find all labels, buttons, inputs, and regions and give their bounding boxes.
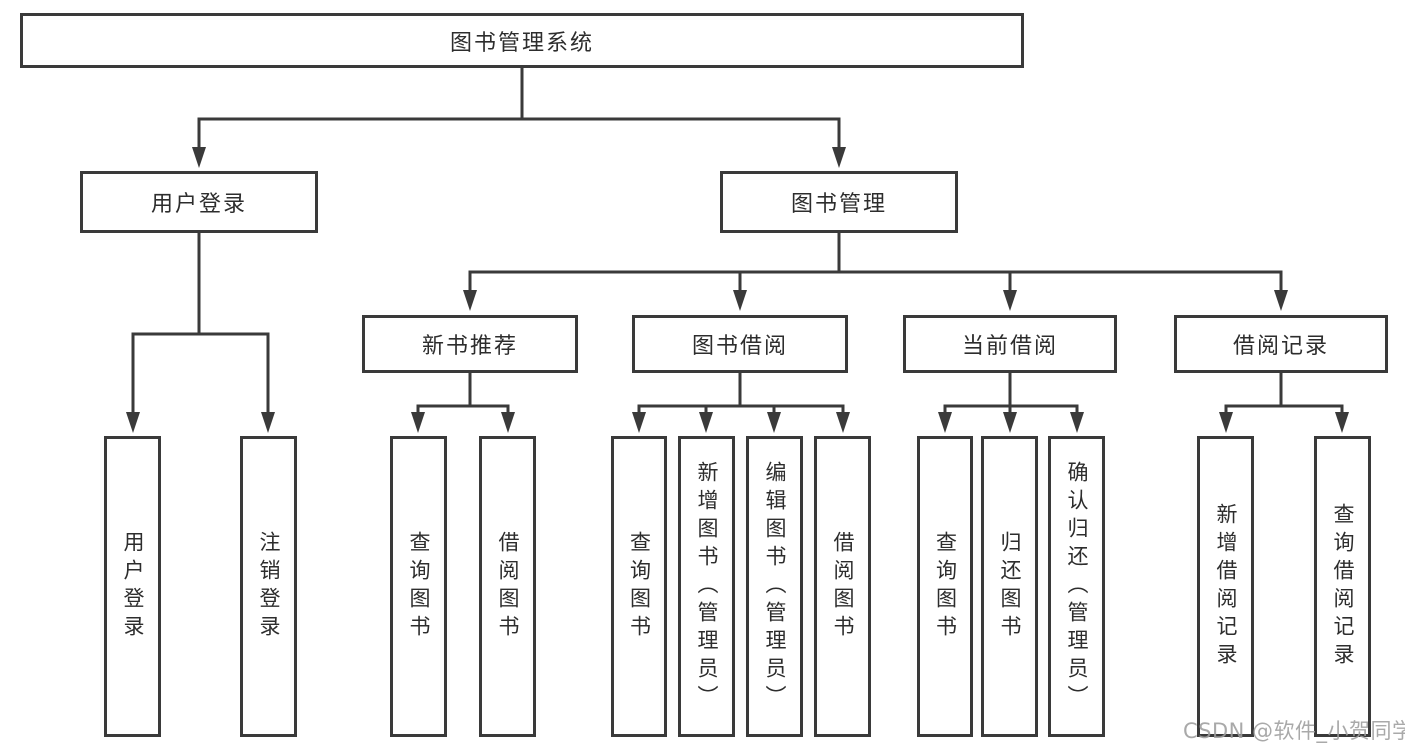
leaf-edit-book-admin: 编辑图书（管理员） [746,436,803,737]
leaf-query-books-recommend: 查询图书 [390,436,447,737]
leaf-borrow-book: 借阅图书 [814,436,871,737]
node-current-borrow: 当前借阅 [903,315,1117,373]
watermark: CSDN @软件_小贺同学 [1183,719,1405,743]
node-library-management-system: 图书管理系统 [20,13,1024,68]
leaf-query-books-current: 查询图书 [917,436,973,737]
leaf-query-borrow-record: 查询借阅记录 [1314,436,1371,737]
node-user-login: 用户登录 [80,171,318,233]
node-book-management: 图书管理 [720,171,958,233]
leaf-user-login: 用户登录 [104,436,161,737]
leaf-query-books-borrow: 查询图书 [611,436,667,737]
node-borrow-records: 借阅记录 [1174,315,1388,373]
leaf-add-book-admin: 新增图书（管理员） [678,436,735,737]
leaf-add-borrow-record: 新增借阅记录 [1197,436,1254,737]
leaf-borrow-book-recommend: 借阅图书 [479,436,536,737]
leaf-logout: 注销登录 [240,436,297,737]
leaf-return-book: 归还图书 [981,436,1038,737]
node-new-book-recommend: 新书推荐 [362,315,578,373]
leaf-confirm-return-admin: 确认归还（管理员） [1048,436,1105,737]
node-book-borrow: 图书借阅 [632,315,848,373]
